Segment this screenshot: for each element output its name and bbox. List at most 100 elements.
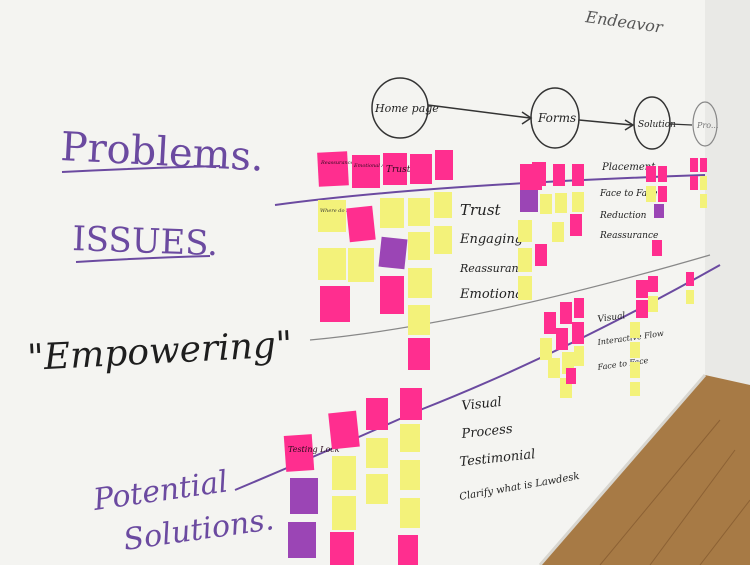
sticky-note — [630, 382, 640, 396]
sticky-note — [544, 312, 556, 334]
forms-item: Reduction — [599, 211, 647, 221]
sticky-note — [290, 478, 318, 514]
sticky-note — [330, 532, 354, 565]
issue-item: Reassurance — [459, 262, 532, 275]
side-wall — [705, 0, 750, 390]
sticky-note — [630, 362, 640, 378]
flow-diagram: Home page Forms Solution Pro... — [371, 77, 719, 150]
sticky-note — [574, 298, 584, 318]
forms-item: Placement — [601, 162, 656, 173]
sticky-note — [652, 240, 662, 256]
sticky-notes-homepage-solutions: Testing Lock — [283, 388, 422, 565]
flow-label-partial: Pro... — [696, 121, 719, 130]
sticky-note — [346, 205, 376, 243]
sticky-note — [520, 190, 538, 212]
sticky-note — [646, 186, 656, 202]
flow-circle-solution — [633, 96, 671, 150]
sticky-note — [532, 162, 546, 186]
sticky-note — [434, 192, 452, 218]
flow-label-forms: Forms — [537, 111, 576, 125]
sticky-note — [572, 322, 584, 344]
sticky-note — [553, 164, 565, 186]
sticky-text: Where do I go next? — [320, 208, 371, 214]
sticky-note — [380, 276, 404, 314]
sticky-note — [400, 460, 420, 490]
sticky-note — [700, 176, 707, 190]
sticky-note — [400, 388, 422, 420]
sticky-note — [380, 198, 404, 228]
sticky-text: Trust — [386, 165, 411, 175]
sticky-note — [535, 244, 547, 266]
sticky-note — [654, 204, 664, 218]
sticky-note — [636, 280, 648, 298]
sticky-note — [648, 296, 658, 312]
sticky-note — [408, 232, 430, 260]
sticky-note — [636, 300, 648, 318]
sticky-note — [408, 338, 430, 370]
sticky-note — [574, 346, 584, 366]
sticky-note — [552, 222, 564, 242]
flow-label-solution: Solution — [638, 120, 676, 130]
sticky-note — [630, 322, 640, 338]
flow-circle-forms — [530, 87, 580, 149]
sticky-note — [548, 358, 560, 378]
sticky-note — [328, 410, 360, 450]
sticky-note — [398, 535, 418, 565]
guide-line-problems — [274, 174, 706, 206]
sticky-text: Emotional Anxiety — [353, 163, 401, 169]
sticky-note — [318, 200, 346, 232]
sticky-note — [283, 434, 315, 472]
sticky-text: Reassurance Need — [320, 160, 369, 166]
solution-item: Process — [460, 422, 514, 442]
sticky-note — [518, 248, 532, 272]
sticky-note — [332, 456, 356, 490]
sticky-note — [352, 155, 380, 188]
sticky-note — [555, 193, 567, 213]
sticky-note — [572, 164, 584, 186]
homepage-issue-list: Trust Engaging Reassurance Emotional — [459, 201, 532, 302]
sticky-note — [572, 192, 584, 212]
sticky-note — [646, 166, 656, 182]
sticky-note — [408, 268, 432, 298]
sticky-note — [320, 286, 350, 322]
solution-item: Visual — [461, 395, 503, 414]
sticky-note — [366, 474, 388, 504]
sticky-note — [317, 151, 349, 187]
issue-item: Emotional — [459, 287, 527, 302]
sticky-note — [408, 198, 430, 226]
sticky-note — [378, 236, 408, 270]
sticky-note — [332, 496, 356, 530]
sticky-notes-solution — [630, 166, 667, 396]
sticky-note — [366, 398, 388, 430]
sticky-note — [383, 153, 407, 185]
sticky-note — [540, 338, 552, 360]
sticky-note — [570, 214, 582, 236]
flow-label-home: Home page — [374, 102, 439, 115]
sticky-text: Testing Lock — [288, 445, 340, 454]
sticky-note — [686, 272, 694, 286]
flow-circle-home — [371, 77, 429, 139]
sticky-note — [518, 220, 532, 242]
sticky-notes-forms — [518, 162, 584, 300]
sticky-note — [348, 248, 374, 282]
flow-circle-partial — [692, 101, 718, 147]
sticky-note — [560, 302, 572, 324]
wood-floor — [540, 375, 750, 565]
sticky-note — [410, 154, 432, 184]
sticky-note — [658, 186, 667, 202]
sticky-note — [288, 522, 316, 558]
sticky-note — [556, 328, 568, 350]
sticky-note — [566, 368, 576, 384]
sticky-notes-forms-solutions — [540, 298, 584, 398]
sticky-note — [658, 166, 667, 182]
sticky-note — [648, 276, 658, 292]
forms-solution-item: Visual — [597, 311, 626, 325]
sticky-note — [630, 342, 640, 358]
sticky-note — [518, 276, 532, 300]
sticky-note — [400, 498, 420, 528]
sticky-note — [400, 424, 420, 452]
sticky-note — [366, 438, 388, 468]
forms-list: Placement Face to Face Reduction Reassur… — [599, 162, 658, 241]
